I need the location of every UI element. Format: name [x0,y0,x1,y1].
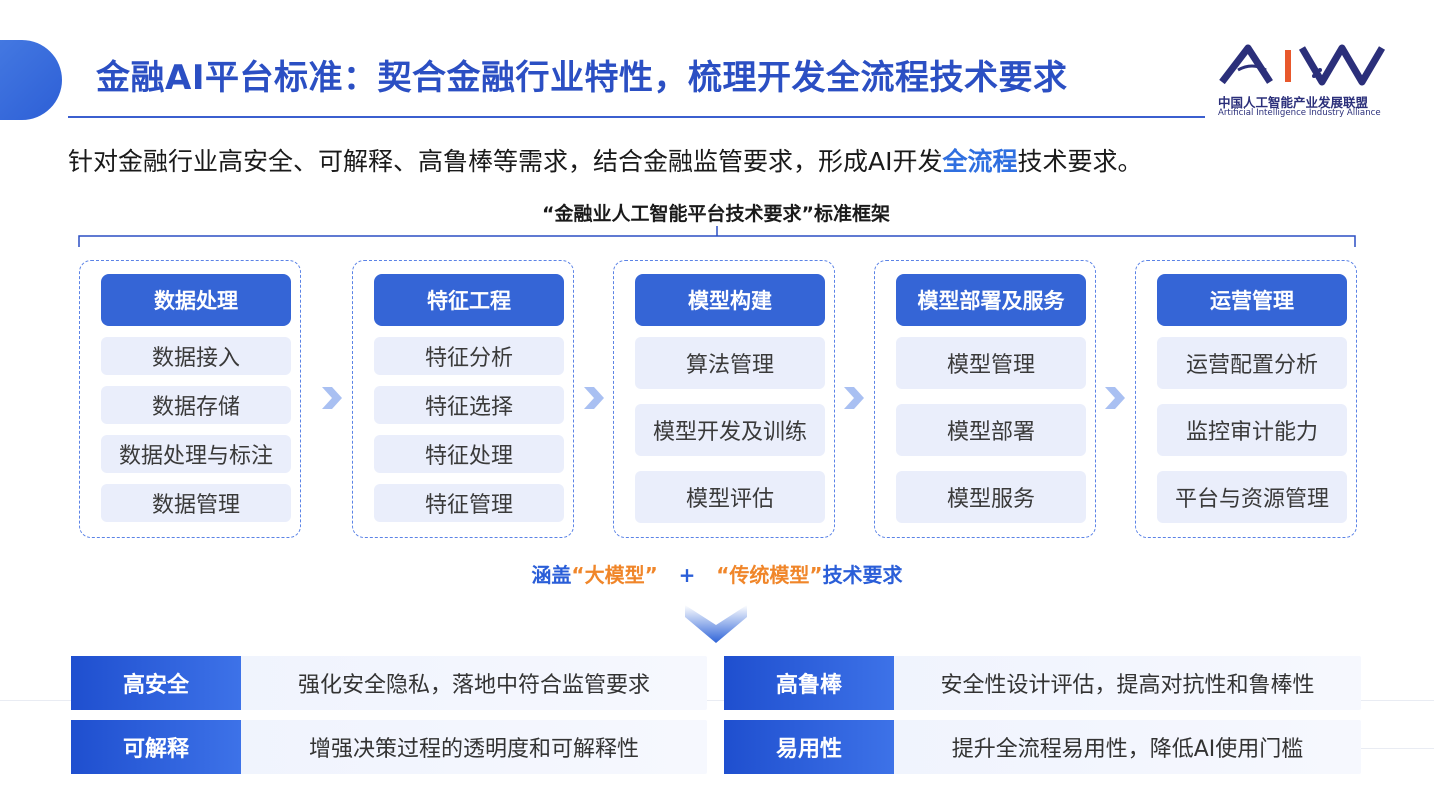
coverage-statement: 涵盖“大模型” + “传统模型”技术要求 [0,559,1434,588]
requirement-high-security: 高安全 强化安全隐私，落地中符合监管要求 [71,656,707,710]
background-decoration [1360,748,1434,749]
requirement-high-robustness: 高鲁棒 安全性设计评估，提高对抗性和鲁棒性 [724,656,1361,710]
coverage-suffix: 技术要求 [822,563,903,587]
column-heading: 模型部署及服务 [896,274,1086,326]
column-heading: 模型构建 [635,274,825,326]
column-item: 特征处理 [374,435,564,473]
column-item: 模型开发及训练 [635,404,825,456]
framework-title: “金融业人工智能平台技术要求”标准框架 [0,199,1434,226]
framework-bracket [78,226,1356,247]
chevron-down-icon [685,605,747,643]
chevron-right-icon [322,387,342,409]
requirement-explainable: 可解释 增强决策过程的透明度和可解释性 [71,720,707,774]
column-item: 监控审计能力 [1157,404,1347,456]
chevron-right-icon [844,387,864,409]
column-item: 数据管理 [101,484,291,522]
intro-text: 针对金融行业高安全、可解释、高鲁棒等需求，结合金融监管要求，形成AI开发 [68,147,943,176]
requirement-label: 高鲁棒 [724,656,894,710]
intro-sentence: 针对金融行业高安全、可解释、高鲁棒等需求，结合金融监管要求，形成AI开发全流程技… [68,142,1143,178]
requirement-usability: 易用性 提升全流程易用性，降低AI使用门槛 [724,720,1361,774]
column-item: 特征选择 [374,386,564,424]
coverage-plus: + [678,563,696,587]
coverage-prefix: 涵盖 [531,563,572,587]
column-item: 模型部署 [896,404,1086,456]
aiia-logo-icon [1219,44,1386,86]
framework-column-model-building: 模型构建 算法管理 模型开发及训练 模型评估 [613,260,835,538]
framework-column-feature-engineering: 特征工程 特征分析 特征选择 特征处理 特征管理 [352,260,574,538]
framework-column-operations: 运营管理 运营配置分析 监控审计能力 平台与资源管理 [1135,260,1357,538]
column-item: 模型管理 [896,337,1086,389]
column-heading: 特征工程 [374,274,564,326]
background-decoration [0,700,1434,701]
chevron-right-icon [584,387,604,409]
requirement-label: 易用性 [724,720,894,774]
requirement-text: 提升全流程易用性，降低AI使用门槛 [951,737,1304,762]
chevron-right-icon [1105,387,1125,409]
framework-title-text: “金融业人工智能平台技术要求”标准框架 [542,203,890,225]
column-item: 数据处理与标注 [101,435,291,473]
requirement-text: 增强决策过程的透明度和可解释性 [308,737,639,762]
intro-highlight: 全流程 [942,147,1018,176]
framework-column-model-deployment: 模型部署及服务 模型管理 模型部署 模型服务 [874,260,1096,538]
intro-text-end: 技术要求。 [1017,147,1143,176]
requirement-text: 强化安全隐私，落地中符合监管要求 [297,673,650,698]
header-tab-decoration [0,40,62,120]
column-item: 特征管理 [374,484,564,522]
logo-text-cn: 中国人工智能产业发展联盟 [1218,95,1369,110]
page-title: 金融AI平台标准：契合金融行业特性，梳理开发全流程技术要求 [96,58,1068,98]
coverage-traditional-model: “传统模型” [716,563,823,587]
logo-text-en: Artificial Intelligence Industry Allianc… [1218,108,1381,118]
aiia-logo: 中国人工智能产业发展联盟 Artificial Intelligence Ind… [1216,40,1396,120]
column-item: 数据存储 [101,386,291,424]
column-item: 特征分析 [374,337,564,375]
requirement-label: 可解释 [71,720,241,774]
column-item: 运营配置分析 [1157,337,1347,389]
column-item: 算法管理 [635,337,825,389]
title-divider [68,116,1205,118]
column-heading: 数据处理 [101,274,291,326]
column-item: 模型评估 [635,471,825,523]
column-item: 数据接入 [101,337,291,375]
column-heading: 运营管理 [1157,274,1347,326]
coverage-big-model: “大模型” [571,563,658,587]
column-item: 模型服务 [896,471,1086,523]
framework-column-data-processing: 数据处理 数据接入 数据存储 数据处理与标注 数据管理 [79,260,301,538]
requirement-text: 安全性设计评估，提高对抗性和鲁棒性 [940,673,1315,698]
requirement-label: 高安全 [71,656,241,710]
column-item: 平台与资源管理 [1157,471,1347,523]
